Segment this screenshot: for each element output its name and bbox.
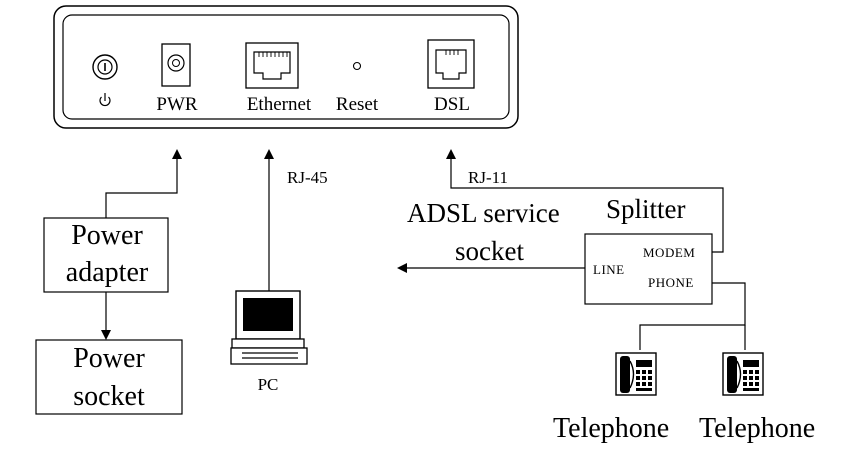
- pc-icon: [230, 290, 308, 365]
- power-socket-line1: Power: [73, 343, 145, 374]
- power-socket-line2: socket: [73, 381, 145, 412]
- router-panel: [53, 5, 519, 129]
- pwr-label: PWR: [156, 94, 198, 115]
- dsl-label: DSL: [434, 94, 470, 115]
- pwr-jack[interactable]: [161, 43, 191, 87]
- power-adapter-box: [43, 217, 169, 293]
- splitter-to-dsl-cable: [446, 149, 724, 253]
- power-adapter-line2: adapter: [65, 257, 149, 288]
- splitter-line-port: LINE: [593, 262, 625, 277]
- rj11-label: RJ-11: [468, 168, 508, 187]
- splitter-modem-port: MODEM: [643, 245, 696, 260]
- reset-button[interactable]: [352, 61, 362, 71]
- rj45-label: RJ-45: [287, 168, 328, 187]
- power-adapter-line1: Power: [71, 220, 143, 251]
- power-switch-button[interactable]: [92, 54, 118, 80]
- adapter-to-pwr-cable: [105, 149, 182, 218]
- ethernet-port[interactable]: [245, 42, 299, 89]
- telephone-icon: [722, 352, 764, 396]
- adsl-socket-line1: ADSL service: [407, 198, 560, 228]
- telephone-icon: [615, 352, 657, 396]
- telephone-label: Telephone: [699, 413, 816, 444]
- power-socket-box: [35, 339, 183, 415]
- pc-label: PC: [257, 375, 279, 394]
- telephone-label: Telephone: [553, 413, 670, 444]
- reset-label: Reset: [335, 94, 379, 115]
- ethernet-label: Ethernet: [246, 94, 312, 115]
- power-icon: [99, 93, 111, 107]
- adsl-socket-line2: socket: [455, 236, 524, 266]
- splitter-box: [584, 233, 713, 305]
- splitter-phone-port: PHONE: [648, 275, 694, 290]
- dsl-port[interactable]: [427, 39, 475, 89]
- splitter-to-phones-cable: [639, 282, 746, 350]
- splitter-title: Splitter: [606, 194, 686, 224]
